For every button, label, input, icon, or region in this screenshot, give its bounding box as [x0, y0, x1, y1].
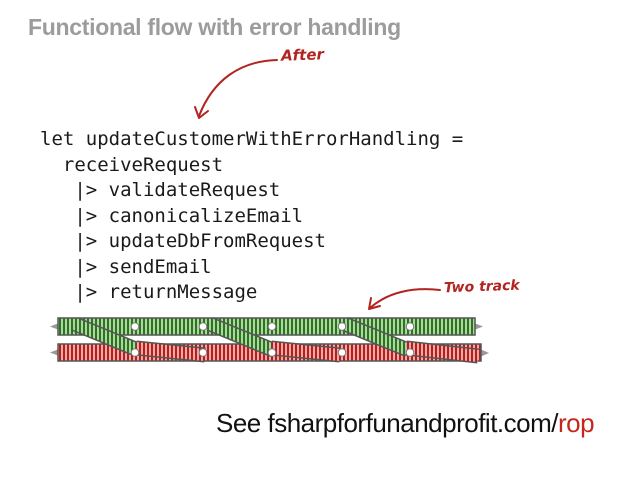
footer-link: See fsharpforfunandprofit.com/rop — [216, 408, 595, 439]
switch-diagonals-green — [72, 317, 411, 357]
rail-end-tips — [50, 323, 489, 357]
two-track-railway-image — [50, 317, 489, 364]
code-block: let updateCustomerWithErrorHandling = re… — [40, 127, 463, 306]
switch-diagonals-red — [135, 340, 479, 364]
code-line: |> canonicalizeEmail — [40, 204, 304, 227]
after-annotation-label: After — [280, 45, 325, 65]
code-line: |> returnMessage — [40, 281, 258, 303]
slide-title: Functional flow with error handling — [28, 14, 401, 40]
code-line: |> validateRequest — [40, 179, 281, 201]
track-joint-dots — [130, 322, 415, 357]
code-line: let updateCustomerWithErrorHandling = — [40, 128, 464, 150]
footer-link-prefix: See fsharpforfunandprofit.com/ — [216, 408, 558, 438]
two-track-annotation-label: Two track — [443, 277, 520, 297]
code-line: |> updateDbFromRequest — [40, 230, 326, 252]
code-line: receiveRequest — [40, 153, 224, 176]
code-line: |> sendEmail — [40, 255, 212, 278]
two-track-arrow-icon — [368, 288, 441, 310]
after-arrow-icon — [194, 59, 278, 119]
footer-link-highlight: rop — [557, 408, 595, 438]
